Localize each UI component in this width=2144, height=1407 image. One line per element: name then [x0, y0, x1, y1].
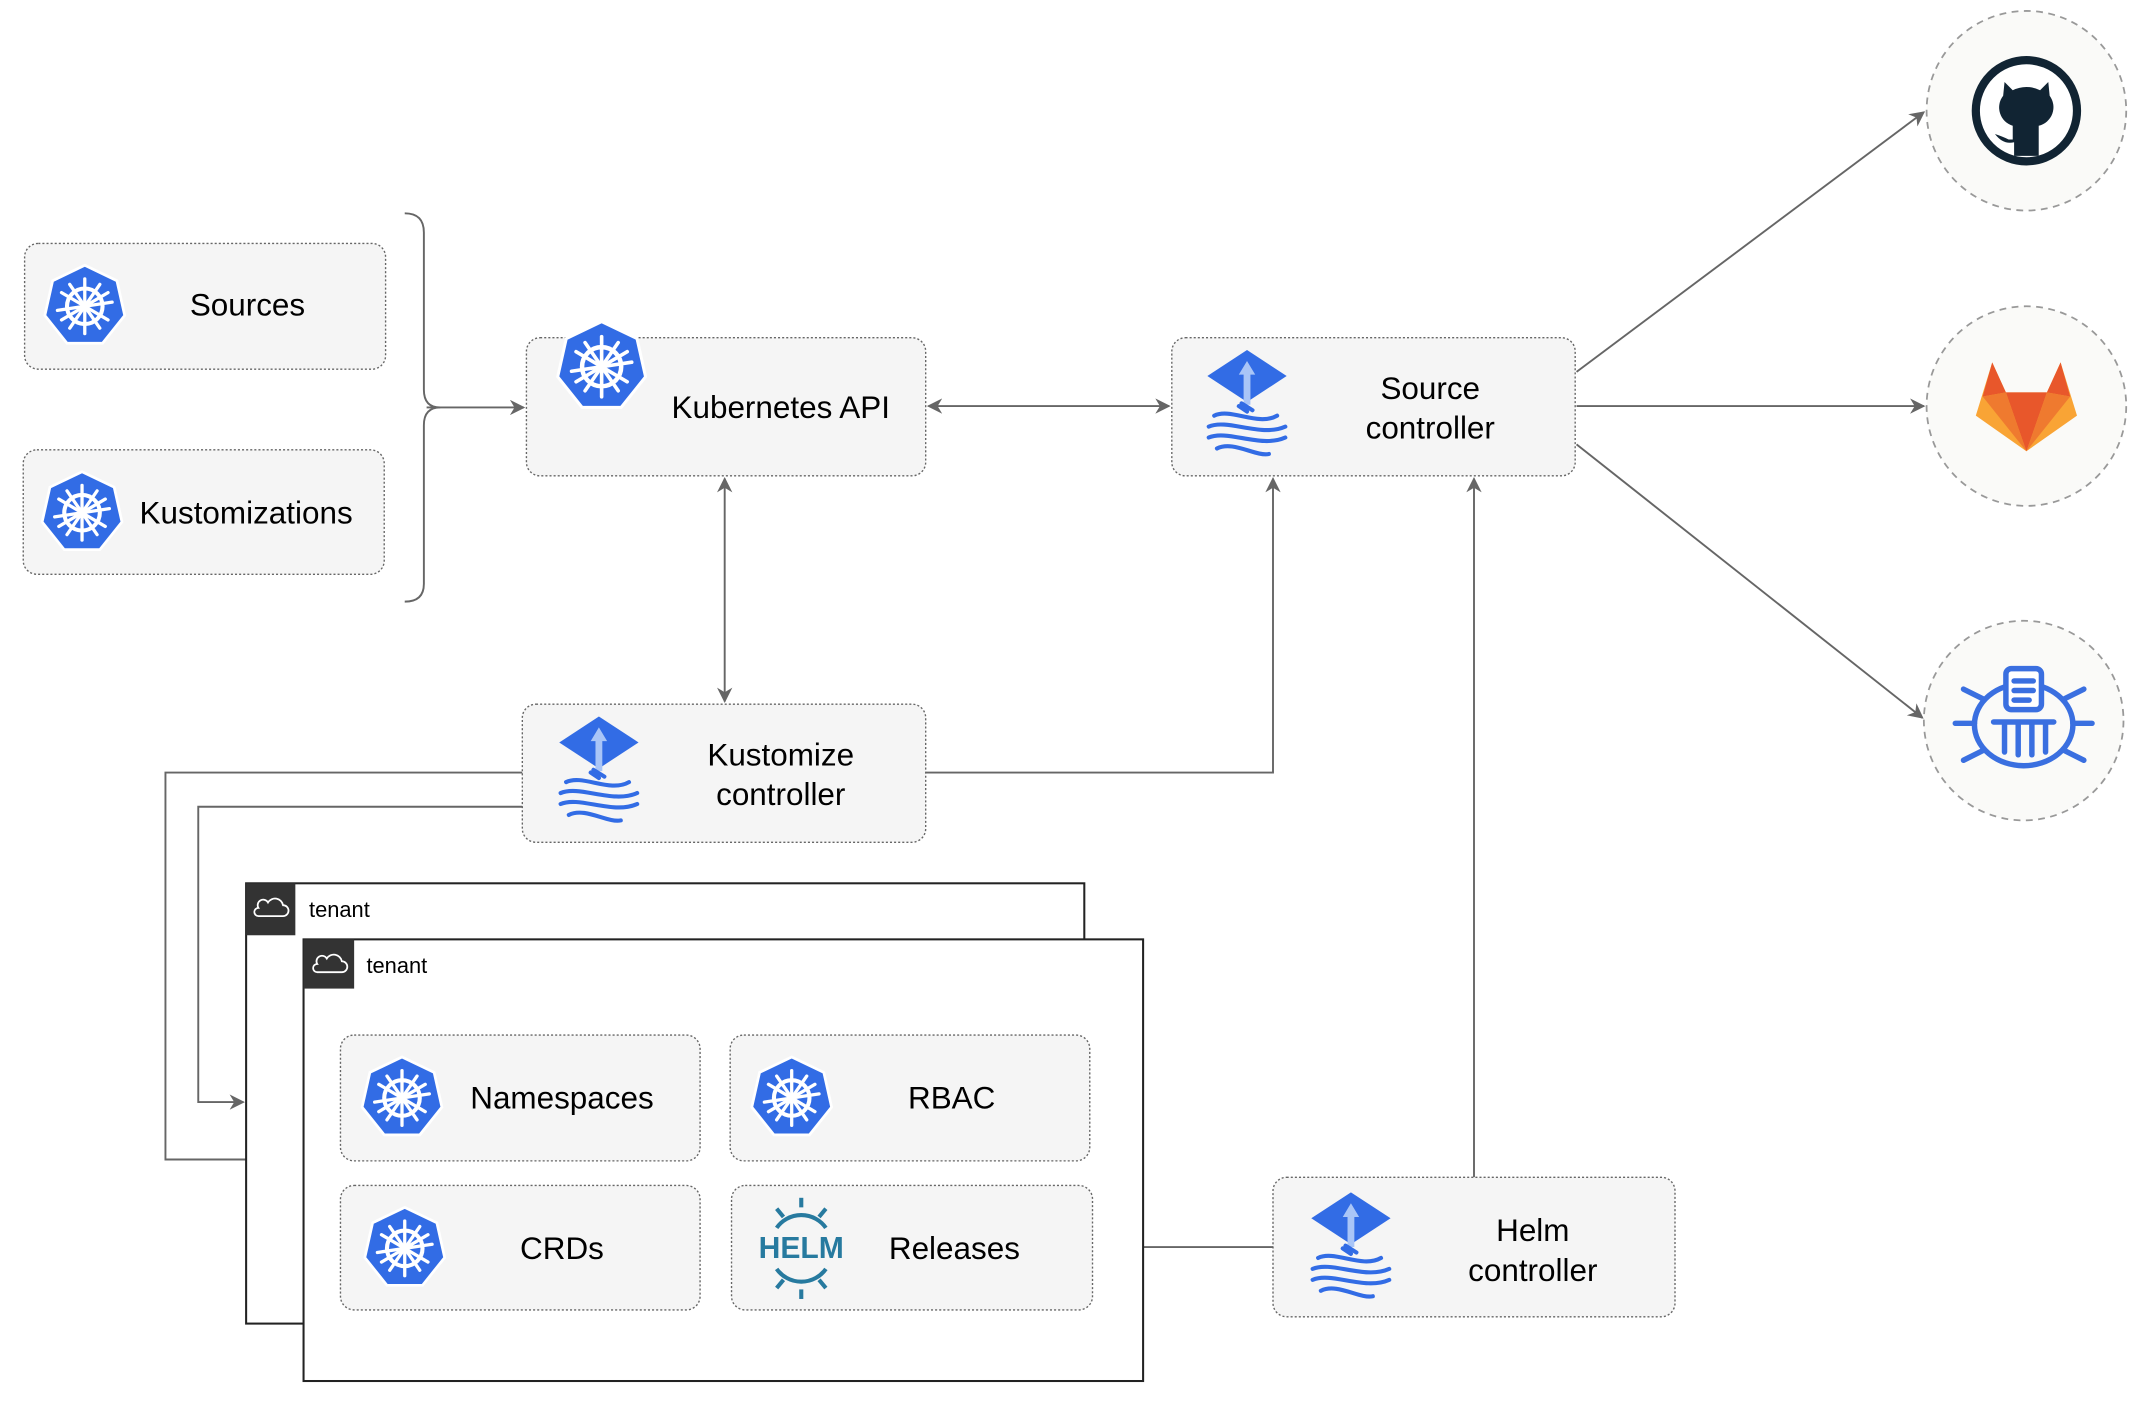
helm-controller-label-1: Helm	[1496, 1213, 1569, 1248]
kustomize-controller-label-2: controller	[716, 777, 845, 812]
rbac-label: RBAC	[908, 1080, 995, 1115]
tenant-label: tenant	[366, 953, 427, 978]
helm-controller-label-2: controller	[1468, 1253, 1597, 1288]
namespaces-label: Namespaces	[470, 1080, 653, 1115]
node-namespaces: Namespaces	[339, 1034, 701, 1162]
github-node	[1925, 10, 2128, 212]
oci-registry-node	[1922, 619, 2125, 822]
tenant-label: tenant	[309, 897, 370, 922]
edge-source-to-github	[1575, 111, 1926, 373]
kubernetes-icon	[558, 322, 646, 408]
kubernetes-api-label: Kubernetes API	[672, 390, 890, 425]
node-rbac: RBAC	[729, 1034, 1091, 1162]
node-helm-controller: Helm controller	[1272, 1176, 1676, 1318]
kustomize-controller-label-1: Kustomize	[707, 737, 854, 772]
releases-label: Releases	[889, 1231, 1020, 1266]
tenant-front: tenant Namespaces RBAC CRDs	[302, 938, 1145, 1383]
cloud-icon	[312, 953, 349, 974]
edge-kustomize-to-tenant-front	[164, 771, 523, 1168]
github-icon	[1971, 56, 2082, 166]
source-controller-label-2: controller	[1366, 410, 1495, 445]
node-crds: CRDs	[339, 1184, 701, 1311]
node-kubernetes-api: Kubernetes API	[525, 322, 927, 477]
helm-icon: HELM	[759, 1197, 844, 1299]
gitlab-icon	[1975, 362, 2077, 452]
edge-kustomize-to-source	[925, 477, 1281, 774]
crds-label: CRDs	[520, 1231, 604, 1266]
source-controller-label-1: Source	[1380, 371, 1480, 406]
node-sources: Sources	[23, 242, 387, 370]
oci-registry-icon	[1952, 665, 2095, 769]
edge-source-to-oci	[1575, 443, 1924, 719]
node-kustomize-controller: Kustomize controller	[521, 703, 927, 843]
kustomizations-label: Kustomizations	[140, 495, 353, 530]
node-releases: HELM Releases	[730, 1184, 1094, 1311]
node-source-controller: Source controller	[1171, 337, 1576, 477]
sources-label: Sources	[190, 287, 305, 322]
cloud-icon	[253, 897, 290, 918]
edges	[164, 111, 1926, 1255]
edge-kustomize-to-tenant-back	[197, 805, 523, 1110]
gitlab-node	[1925, 305, 2128, 507]
node-kustomizations: Kustomizations	[22, 449, 385, 575]
helm-logo-text: HELM	[759, 1232, 844, 1265]
